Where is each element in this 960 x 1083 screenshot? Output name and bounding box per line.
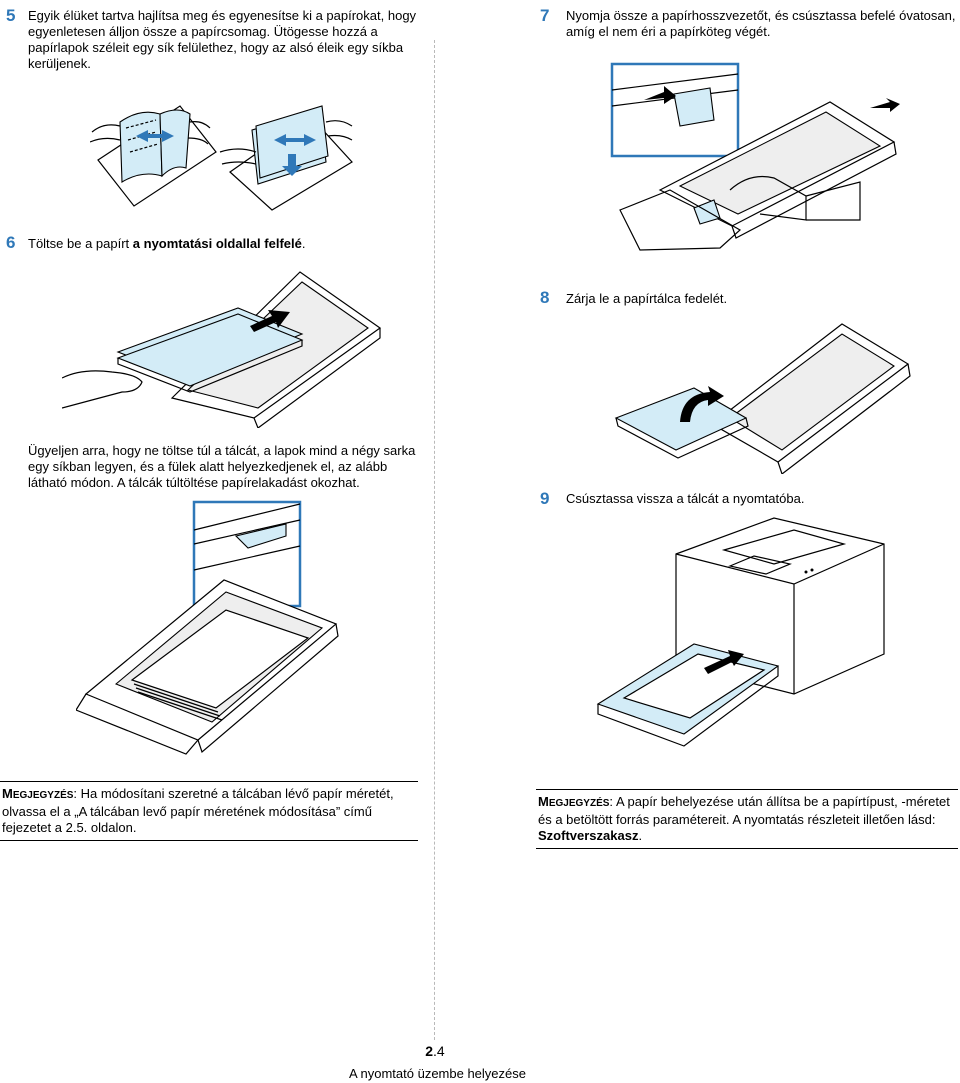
note-right-end: . [638, 828, 643, 843]
column-divider [434, 40, 435, 1040]
step-6-text-plain: Töltse be a papírt [28, 236, 133, 251]
illustration-fan-paper [90, 105, 353, 211]
step-6-text-end: . [301, 236, 306, 251]
note-right: MEGJEGYZÉS: A papír behelyezése után áll… [536, 789, 958, 849]
note-right-heading: MEGJEGYZÉS [538, 794, 609, 809]
step-7-number: 7 [540, 6, 550, 25]
note-right-text: A papír behelyezése után állítsa be a pa… [538, 794, 950, 827]
page-number-minor: .4 [433, 1043, 445, 1059]
note-right-link-bold: Szoftverszakasz [538, 828, 639, 843]
illustration-insert-tray [596, 517, 885, 747]
step-5-number: 5 [6, 6, 16, 25]
illustration-tray-tabs [76, 500, 339, 755]
overfill-warning-text: Ügyeljen arra, hogy ne töltse túl a tálc… [28, 443, 416, 490]
note-left: MEGJEGYZÉS: Ha módosítani szeretné a tál… [0, 781, 418, 841]
illustration-load-tray [62, 271, 382, 428]
note-right-colon: : [609, 794, 614, 809]
step-5-text: Egyik élüket tartva hajlítsa meg és egye… [28, 8, 417, 71]
step-6-text: Töltse be a papírt a nyomtatási oldallal… [28, 236, 428, 252]
note-right-heading-first: M [538, 794, 549, 809]
page-number-major: 2 [425, 1043, 434, 1059]
illustration-length-guide [610, 62, 900, 251]
step-6-text-bold: a nyomtatási oldallal felfelé [132, 236, 302, 251]
note-left-heading-rest: EGJEGYZÉS [12, 790, 74, 801]
step-8-number: 8 [540, 288, 550, 307]
step-6-number: 6 [6, 233, 16, 252]
note-right-heading-rest: EGJEGYZÉS [548, 798, 610, 809]
step-8-text: Zárja le a papírtálca fedelét. [566, 291, 728, 306]
note-left-colon: : [73, 786, 78, 801]
step-9-text: Csúsztassa vissza a tálcát a nyomtatóba. [566, 491, 805, 506]
step-9-number: 9 [540, 489, 550, 508]
step-7-text: Nyomja össze a papírhosszvezetőt, és csú… [566, 8, 956, 39]
illustration-close-cover [614, 323, 911, 474]
footer-chapter-title: A nyomtató üzembe helyezése [348, 1066, 526, 1081]
page-number: 2.4 [0, 1043, 870, 1059]
note-left-heading: MEGJEGYZÉS [2, 786, 73, 801]
note-left-heading-first: M [2, 786, 13, 801]
note-left-text: Ha módosítani szeretné a tálcában lévő p… [2, 786, 394, 835]
